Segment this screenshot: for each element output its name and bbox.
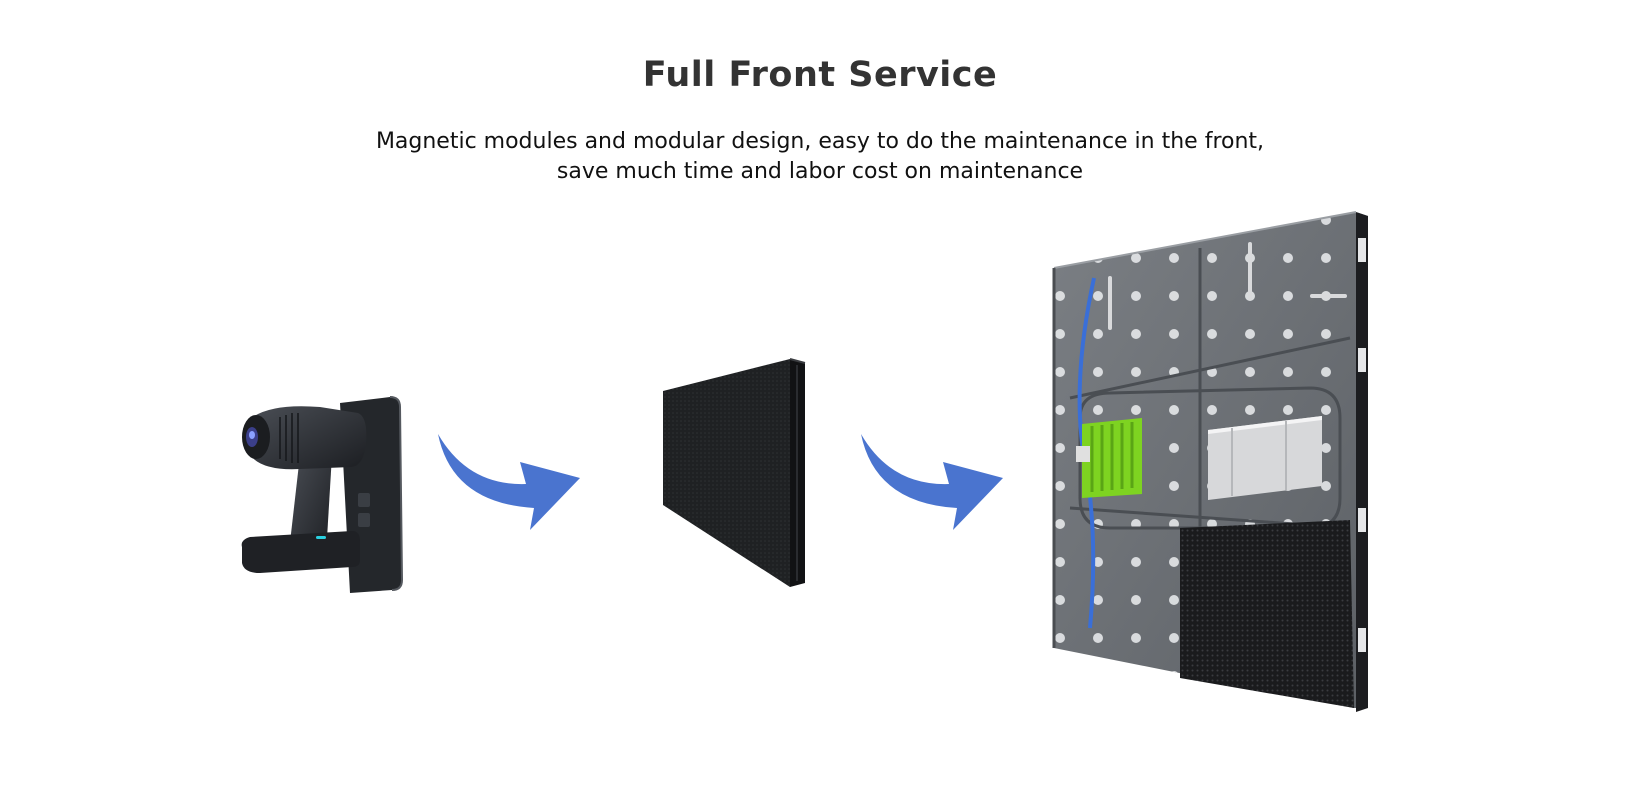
led-module-image (663, 358, 806, 587)
magnetic-tool-image (241, 396, 404, 593)
arrow-right-icon (438, 434, 580, 530)
subtitle-line-2: save much time and labor cost on mainten… (556, 159, 1084, 184)
led-cabinet-image (1052, 211, 1368, 712)
subtitle-line-1: Magnetic modules and modular design, eas… (375, 129, 1265, 154)
page-subtitle: Magnetic modules and modular design, eas… (0, 127, 1640, 187)
page-title: Full Front Service (642, 55, 998, 95)
arrow-right-icon (861, 434, 1003, 530)
